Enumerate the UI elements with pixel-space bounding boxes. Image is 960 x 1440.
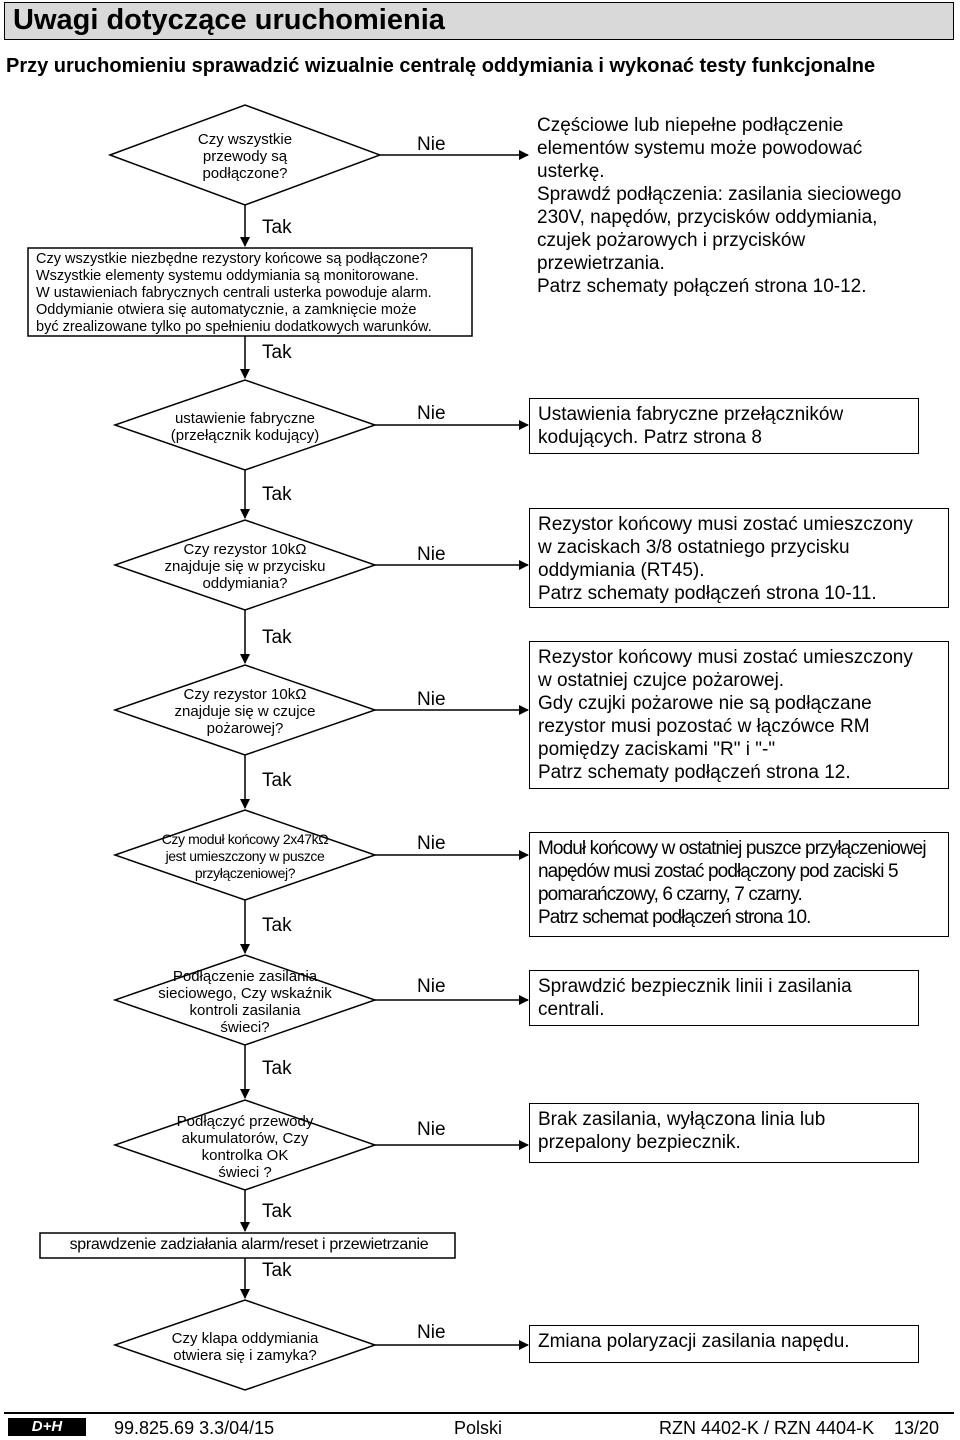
page-subtitle: Przy uruchomieniu sprawadzić wizualnie c… bbox=[6, 55, 876, 77]
info-box bbox=[27, 247, 473, 337]
no-label: Nie bbox=[417, 1119, 446, 1140]
page-number: 13/20 bbox=[894, 1418, 940, 1438]
no-label: Nie bbox=[417, 544, 446, 565]
no-label: Nie bbox=[417, 403, 446, 424]
language: Polski bbox=[454, 1418, 503, 1438]
yes-label: Tak bbox=[262, 484, 292, 505]
no-label: Nie bbox=[417, 689, 446, 710]
no-label: Nie bbox=[417, 976, 446, 997]
yes-label: Tak bbox=[262, 1058, 292, 1079]
note-resistor-detector: Rezystor końcowy musi zostać umieszczony… bbox=[529, 641, 949, 789]
test-box bbox=[39, 1232, 456, 1259]
page-title-bar: Uwagi dotyczące uruchomienia bbox=[4, 2, 954, 40]
note-polarity: Zmiana polaryzacji zasilania napędu. bbox=[529, 1325, 919, 1363]
yes-label: Tak bbox=[262, 915, 292, 936]
model: RZN 4402-K / RZN 4404-K bbox=[659, 1418, 875, 1438]
dh-logo: D+H bbox=[8, 1418, 86, 1436]
yes-label: Tak bbox=[262, 217, 292, 238]
yes-label: Tak bbox=[262, 342, 292, 363]
test-text: sprawdzenie zadziałania alarm/reset i pr… bbox=[69, 1236, 429, 1253]
yes-label: Tak bbox=[262, 1201, 292, 1222]
no-label: Nie bbox=[417, 833, 446, 854]
decision-2-text: ustawienie fabryczne(przełącznik kodując… bbox=[170, 410, 320, 444]
page-title: Uwagi dotyczące uruchomienia bbox=[13, 4, 445, 36]
no-label: Nie bbox=[417, 134, 446, 155]
no-label: Nie bbox=[417, 1322, 446, 1343]
yes-label: Tak bbox=[262, 627, 292, 648]
doc-number: 99.825.69 3.3/04/15 bbox=[114, 1418, 275, 1438]
note-end-module: Moduł końcowy w ostatniej puszce przyłąc… bbox=[529, 832, 949, 937]
info-text: Czy wszystkie niezbędne rezystory końcow… bbox=[36, 251, 432, 335]
yes-label: Tak bbox=[262, 770, 292, 791]
yes-label: Tak bbox=[262, 1260, 292, 1281]
note-resistor-button: Rezystor końcowy musi zostać umieszczony… bbox=[529, 508, 949, 608]
footer: D+H 99.825.69 3.3/04/15 Polski RZN 4402-… bbox=[4, 1412, 954, 1440]
